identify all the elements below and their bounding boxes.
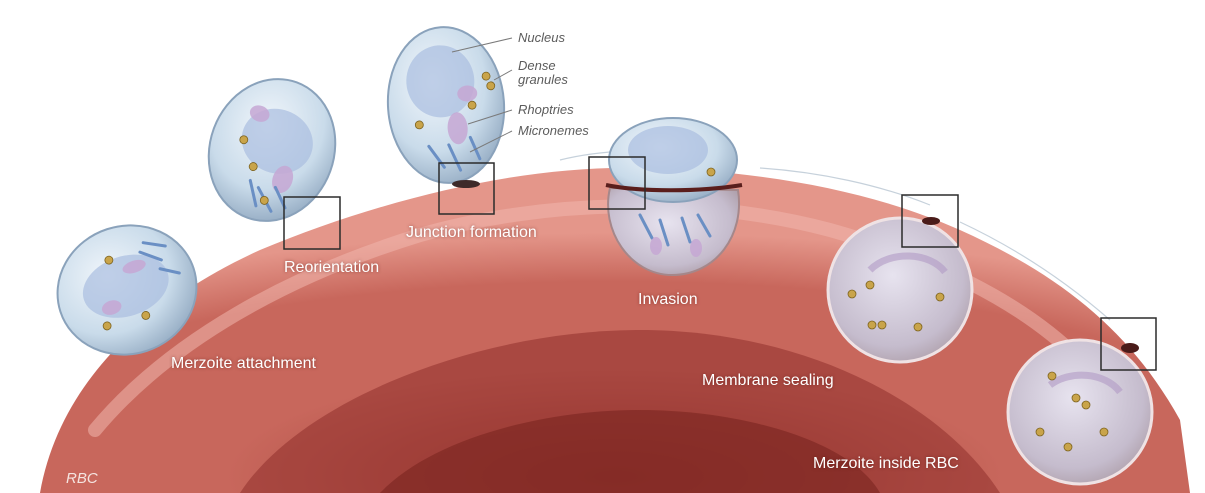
merozoite-reorientation-cell xyxy=(189,61,355,239)
vacuole-seal-point xyxy=(1121,343,1139,353)
stage-label-invasion: Invasion xyxy=(638,291,698,309)
stage-label-attachment: Merzoite attachment xyxy=(171,355,316,373)
merozoite-inside-vacuole xyxy=(1008,340,1152,484)
merozoite-sealing-vacuole xyxy=(828,218,972,362)
stage-label-reorientation: Reorientation xyxy=(284,259,379,277)
rbc-label: RBC xyxy=(66,470,98,487)
stage-label-sealing: Membrane sealing xyxy=(702,372,834,390)
dense-granules-label: Dense granules xyxy=(518,59,568,87)
junction-contact-point xyxy=(452,180,480,188)
nucleus-label: Nucleus xyxy=(518,31,565,45)
stage-label-junction: Junction formation xyxy=(406,224,537,242)
micronemes-label: Micronemes xyxy=(518,124,589,138)
merozoite-invasion-cell xyxy=(608,118,739,275)
stage-label-inside: Merzoite inside RBC xyxy=(813,455,959,473)
rhoptries-label: Rhoptries xyxy=(518,103,574,117)
sealing-point xyxy=(922,217,940,225)
